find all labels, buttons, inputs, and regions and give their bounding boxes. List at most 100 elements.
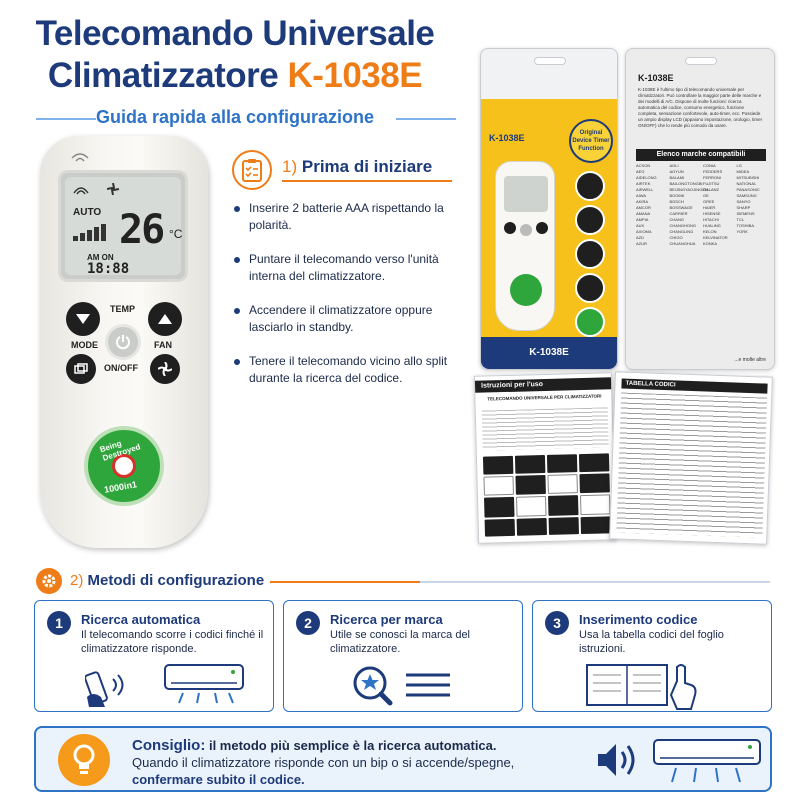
search-icon bbox=[353, 666, 450, 706]
lcd-timer-label: AM ON bbox=[87, 253, 114, 262]
method-number: 2 bbox=[296, 611, 320, 635]
speaker-icon bbox=[598, 744, 635, 776]
brand-item: BEIJINGYAOJINGEN bbox=[669, 187, 708, 192]
brand-item: AMANA bbox=[636, 211, 651, 216]
arrow-up-icon bbox=[158, 314, 172, 324]
list-item: Inserire 2 batterie AAA rispettando la p… bbox=[232, 200, 462, 234]
lightbulb-icon bbox=[58, 734, 110, 786]
signal-icon bbox=[73, 187, 89, 195]
brand-item: AZUR bbox=[636, 241, 647, 246]
method-title: Ricerca automatica bbox=[81, 612, 201, 627]
brand-item: HISENSE bbox=[703, 211, 721, 216]
brand-item: AIRTEK bbox=[636, 181, 651, 186]
code-table-leaflet: TABELLA CODICI bbox=[609, 371, 773, 545]
feature-icon bbox=[575, 239, 605, 269]
tip-box: Consiglio: il metodo più semplice è la r… bbox=[34, 726, 772, 792]
brand-item: GE bbox=[703, 193, 709, 198]
brand-item: CHANGHONG bbox=[669, 223, 696, 228]
remote-control: AUTO 26 °C AM ON 18:88 TEMP MODE FAN ON/… bbox=[40, 136, 208, 548]
method-title: Inserimento codice bbox=[579, 612, 698, 627]
page-title-line2: Climatizzatore K-1038E bbox=[0, 56, 470, 96]
brand-item: SHARP bbox=[736, 205, 751, 210]
fan-button bbox=[150, 354, 180, 384]
power-icon bbox=[116, 335, 130, 350]
brand-item: BOOMK bbox=[669, 193, 685, 198]
lcd-fan-bars bbox=[73, 223, 109, 241]
brand-item: HITACHI bbox=[703, 217, 719, 222]
brand-item: CHUANGHUA bbox=[669, 241, 696, 246]
page-subtitle: Guida rapida alla configurazione bbox=[95, 107, 375, 127]
code-table-grid bbox=[616, 392, 768, 538]
brand-item: KELVINATOR bbox=[703, 235, 728, 240]
section1-number: 1) bbox=[282, 157, 298, 176]
checklist-icon bbox=[232, 150, 272, 190]
brand-item: AEG bbox=[636, 169, 645, 174]
title-product: Climatizzatore bbox=[47, 56, 279, 95]
brand-item: AIRWELL bbox=[636, 187, 654, 192]
tip-headline: il metodo più semplice è la ricerca auto… bbox=[208, 738, 497, 753]
tip-label: Consiglio: bbox=[132, 737, 206, 754]
package-model-top: K-1038E bbox=[489, 133, 525, 143]
brand-item: CHANGLING bbox=[669, 229, 694, 234]
section2-number: 2) bbox=[70, 572, 84, 589]
leaflet-title: Istruzioni per l'uso bbox=[474, 377, 612, 393]
lcd-temperature: 26 bbox=[119, 207, 165, 253]
package-model-bottom: K-1038E bbox=[481, 337, 617, 369]
code-table-icon bbox=[586, 664, 697, 710]
feature-icon bbox=[575, 273, 605, 303]
brand-item: AKIRA bbox=[636, 199, 649, 204]
method-description: Usa la tabella codici del foglio istruzi… bbox=[579, 629, 724, 655]
lcd-screen: AUTO 26 °C AM ON 18:88 bbox=[65, 177, 183, 277]
section1-title: 1) Prima di iniziare bbox=[282, 157, 432, 177]
brand-item: AMCOR bbox=[636, 205, 651, 210]
tip-body: Quando il climatizzatore risponde con un… bbox=[132, 755, 515, 770]
brand-item: MITSUBISHI bbox=[736, 175, 760, 180]
fan-speed-icon bbox=[107, 183, 119, 195]
brand-item: GREE bbox=[703, 199, 715, 204]
subtitle-rule-right bbox=[396, 118, 456, 120]
temp-up-button bbox=[148, 302, 182, 336]
brand-item: NATIONAL bbox=[736, 181, 757, 186]
brand-item: AIWA bbox=[636, 193, 647, 198]
brand-item: SAMSUNG bbox=[736, 193, 757, 198]
brand-item: MIDEA bbox=[736, 169, 750, 174]
brand-item: GALANZ bbox=[703, 187, 720, 192]
mode-button bbox=[66, 354, 96, 384]
instructions-leaflet: Istruzioni per l'uso TELECOMANDO UNIVERS… bbox=[473, 372, 617, 544]
brand-item: KONKA bbox=[703, 241, 718, 246]
brand-item: AOYUN bbox=[669, 169, 684, 174]
wifi-icon bbox=[71, 153, 89, 162]
method-description: Utile se conosci la marca del climatizza… bbox=[330, 629, 471, 655]
subtitle-rule-left bbox=[36, 118, 96, 120]
temp-label: TEMP bbox=[110, 304, 136, 314]
brand-item: CONIA bbox=[703, 163, 716, 168]
lcd-clock: 18:88 bbox=[87, 261, 130, 277]
feature-icon bbox=[575, 205, 605, 235]
brand-item: FUJITSU bbox=[703, 181, 720, 186]
method-number: 3 bbox=[545, 611, 569, 635]
brand-item: PANASONIC bbox=[736, 187, 760, 192]
brand-item: TOSHIBA bbox=[736, 223, 755, 228]
method-card-code: 3 Inserimento codice Usa la tabella codi… bbox=[532, 600, 772, 712]
package-feature-badge: Original Device Timer Function bbox=[569, 119, 613, 163]
sticker-badge: Being Destroyed 1000in1 bbox=[84, 426, 164, 506]
lcd-badge-icon bbox=[575, 307, 605, 337]
lcd-mode: AUTO bbox=[73, 207, 102, 218]
air-conditioner-icon bbox=[164, 664, 244, 704]
mode-icon bbox=[74, 363, 88, 374]
hand-remote-icon bbox=[85, 671, 124, 707]
method-title: Ricerca per marca bbox=[330, 612, 443, 627]
section2-heading: Metodi di configurazione bbox=[87, 572, 265, 589]
brand-item: BALAMI bbox=[669, 175, 685, 180]
fan-label: FAN bbox=[154, 340, 172, 350]
section1-heading: Prima di iniziare bbox=[301, 157, 433, 176]
lcd-unit: °C bbox=[169, 227, 183, 241]
air-conditioner-icon bbox=[653, 739, 761, 783]
list-item: Accendere il climatizzatore oppure lasci… bbox=[232, 302, 462, 336]
page-title-line1: Telecomando Universale bbox=[35, 14, 435, 53]
fan-icon bbox=[158, 362, 172, 376]
package-back-footer: ...e molte altre bbox=[734, 357, 766, 363]
brand-item: AZD bbox=[636, 235, 644, 240]
brand-item: AOLI bbox=[669, 163, 679, 168]
